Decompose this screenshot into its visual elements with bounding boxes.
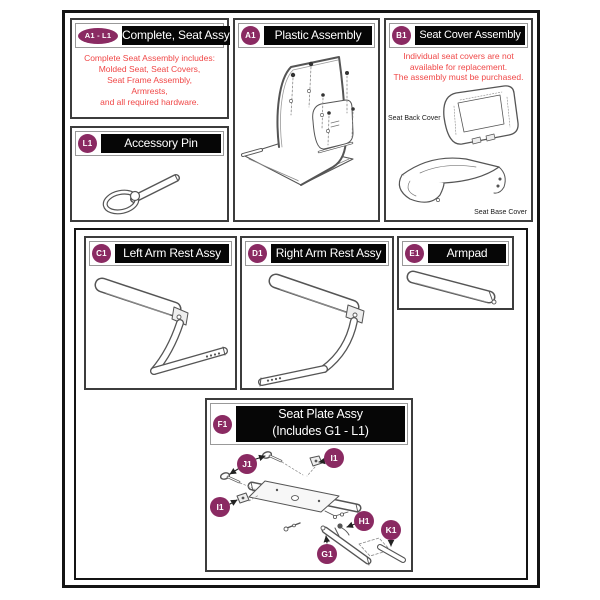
panel-title: Accessory Pin — [101, 134, 221, 153]
right-armrest-drawing — [258, 273, 365, 387]
panel-accessory-pin: L1 Accessory Pin — [70, 126, 229, 222]
panel-title-line1: Seat Plate Assy — [278, 407, 363, 421]
panel-title: Seat Plate Assy (Includes G1 - L1) — [236, 406, 405, 442]
part-badge-c1: C1 — [92, 244, 111, 263]
callout-badge-i1-left: I1 — [210, 497, 230, 517]
molded-plastic-seat-drawing — [241, 56, 355, 186]
note-line: The assembly must be purchased. — [393, 72, 524, 82]
callout-badge-i1-top: I1 — [324, 448, 344, 468]
note-line: Seat Frame Assembly, — [107, 75, 192, 85]
panel-header: D1 Right Arm Rest Assy — [245, 241, 389, 266]
note-line: Individual seat covers are not — [403, 51, 514, 61]
part-badge-e1: E1 — [405, 244, 424, 263]
left-armrest-drawing — [94, 277, 228, 375]
part-badge-b1: B1 — [392, 26, 411, 45]
panel-title: Right Arm Rest Assy — [271, 244, 386, 263]
panel-header: B1 Seat Cover Assembly — [389, 23, 528, 48]
svg-text:K1: K1 — [386, 525, 397, 535]
panel-title-line2: (Includes G1 - L1) — [272, 424, 369, 438]
note-line: available for replacement. — [409, 61, 508, 72]
panel-left-arm-rest: C1 Left Arm Rest Assy — [84, 236, 237, 390]
panel-header: F1 Seat Plate Assy (Includes G1 - L1) — [210, 403, 408, 445]
svg-text:G1: G1 — [321, 549, 333, 559]
note-line: Molded Seat, Seat Covers, — [98, 64, 201, 74]
panel-right-arm-rest: D1 Right Arm Rest Assy — [240, 236, 394, 390]
note-line: Complete Seat Assembly includes: — [84, 53, 215, 63]
panel-armpad: E1 Armpad — [397, 236, 514, 310]
seat-covers-drawing — [398, 84, 519, 203]
callout-badge-j1: J1 — [237, 454, 257, 474]
seat-cover-note: Individual seat covers are not available… — [386, 51, 531, 83]
note-line: Armrests, — [131, 86, 168, 96]
svg-text:I1: I1 — [330, 453, 337, 463]
part-badge-a1: A1 — [241, 26, 260, 45]
ring-pin-drawing — [102, 174, 180, 215]
part-badge-l1: L1 — [78, 134, 97, 153]
panel-header: L1 Accessory Pin — [75, 131, 224, 156]
panel-header: C1 Left Arm Rest Assy — [89, 241, 232, 266]
panel-complete-seat-assy: A1 - L1 Complete, Seat Assy Complete Sea… — [70, 18, 230, 119]
panel-title: Armpad — [428, 244, 506, 263]
note-line: and all required hardware. — [100, 97, 199, 107]
part-badge-a1-l1: A1 - L1 — [78, 27, 118, 44]
part-badge-f1: F1 — [213, 414, 232, 434]
panel-header: A1 Plastic Assembly — [238, 23, 375, 48]
panel-title: Left Arm Rest Assy — [115, 244, 229, 263]
panel-seat-cover-assembly: B1 Seat Cover Assembly Individual seat c… — [384, 18, 533, 222]
panel-title: Complete, Seat Assy — [122, 26, 230, 45]
seat-back-cover-label: Seat Back Cover — [388, 114, 441, 122]
callout-badge-h1: H1 — [354, 511, 374, 531]
seat-cover-drawing-area: Seat Back Cover Seat Base Cover — [386, 83, 531, 217]
svg-text:H1: H1 — [359, 516, 370, 526]
armpad-drawing — [406, 270, 497, 305]
panel-title: Seat Cover Assembly — [415, 26, 525, 45]
seat-base-cover-label: Seat Base Cover — [474, 208, 527, 216]
panel-title: Plastic Assembly — [264, 26, 372, 45]
seat-plate-exploded-drawing: J1 I1 I1 H1 K1 — [210, 448, 406, 566]
svg-text:I1: I1 — [216, 502, 223, 512]
svg-text:J1: J1 — [242, 459, 252, 469]
panel-seat-plate-assy: F1 Seat Plate Assy (Includes G1 - L1) — [205, 398, 413, 572]
callout-badge-k1: K1 — [381, 520, 401, 540]
panel-header: A1 - L1 Complete, Seat Assy — [75, 23, 230, 48]
complete-assembly-note: Complete Seat Assembly includes: Molded … — [72, 53, 227, 108]
callout-badge-g1: G1 — [317, 544, 337, 564]
panel-plastic-assembly: A1 Plastic Assembly — [233, 18, 380, 222]
part-badge-d1: D1 — [248, 244, 267, 263]
panel-header: E1 Armpad — [402, 241, 509, 266]
